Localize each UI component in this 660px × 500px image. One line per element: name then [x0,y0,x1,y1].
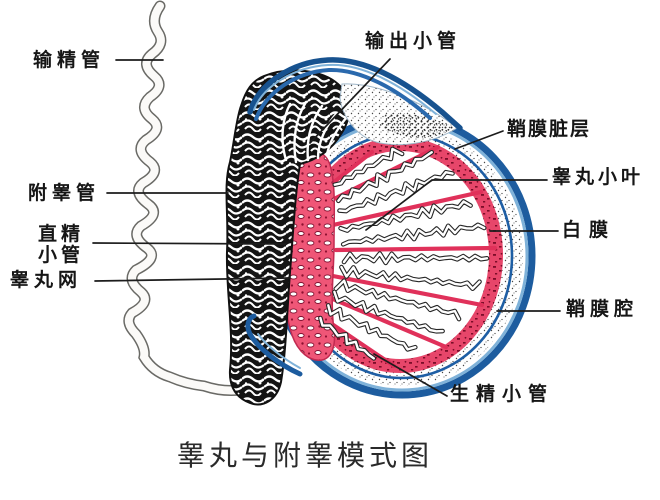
label-vas-deferens: 输精管 [33,50,106,71]
label-efferent-ductules: 输出小管 [365,31,462,52]
label-epididymal-duct: 附睾管 [28,183,101,204]
label-seminiferous-tubules: 生精小管 [450,384,555,405]
vas-deferens-tube [123,0,262,396]
cavity-wedge [339,83,458,146]
label-tunica-vaginalis-cavity: 鞘膜腔 [566,299,639,320]
leader-straight-tubules [92,242,287,245]
testis [268,113,536,399]
leader-lines [92,58,561,397]
label-straight-tubules-line1: 直精 [37,224,84,245]
diagram-title: 睾丸与附睾模式图 [176,441,433,472]
label-visceral-tunica-vaginalis: 鞘膜脏层 [507,119,592,140]
leader-testicular-lobule [365,179,548,231]
epididymis [225,69,351,406]
label-testicular-lobule: 睾丸小叶 [552,167,645,188]
leader-seminiferous [373,353,448,397]
seminiferous-tubules [318,146,490,361]
leader-efferent-ductules [309,58,391,144]
leader-rete-testis [94,277,290,282]
tunica-cap [247,57,463,131]
label-tunica-albuginea: 白膜 [562,220,617,241]
label-straight-tubules: 直精 小管 [30,224,92,266]
label-rete-testis: 睾丸网 [10,270,83,291]
leader-visceral-layer [454,130,504,150]
tunica-hook [245,313,303,377]
label-straight-tubules-line2: 小管 [37,245,84,266]
